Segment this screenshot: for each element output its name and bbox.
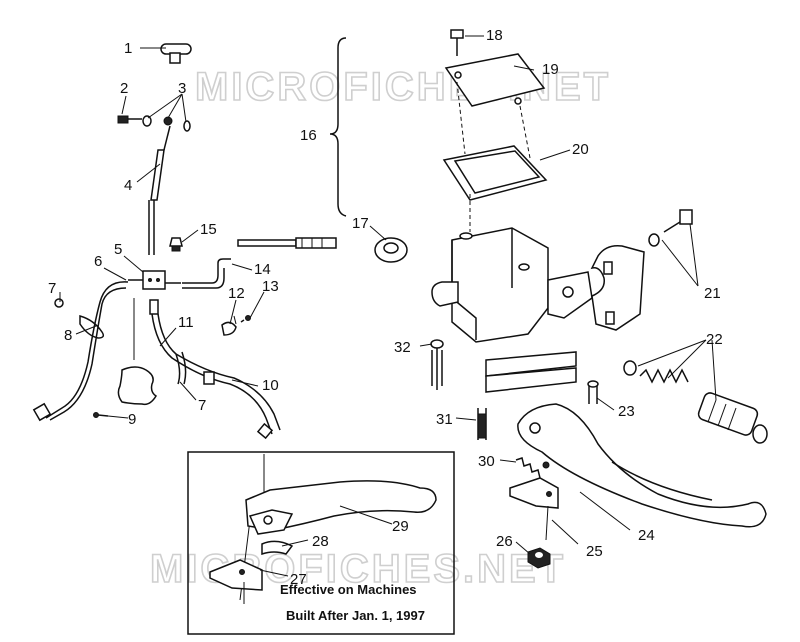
callout-3: 3 <box>178 80 186 97</box>
callout-27: 27 <box>290 571 307 588</box>
callout-31: 31 <box>436 411 453 428</box>
right-caliper-hose <box>149 299 281 440</box>
dashed-lines <box>456 81 531 232</box>
callout-10: 10 <box>262 377 279 394</box>
callout-30: 30 <box>478 453 495 470</box>
inset-note-line2: Built After Jan. 1, 1997 <box>286 608 425 623</box>
callout-21: 21 <box>704 285 721 302</box>
hose-clip <box>54 298 105 339</box>
pin-23 <box>587 380 599 404</box>
callout-24: 24 <box>638 527 655 544</box>
mount-plate <box>117 366 158 406</box>
callout-11: 11 <box>178 314 194 331</box>
small-screw-13 <box>240 315 251 323</box>
nut-26 <box>527 547 551 569</box>
inset-box <box>187 451 455 635</box>
banjo-bolt <box>117 115 191 132</box>
inset-note-line1: Effective on Machines <box>280 582 417 597</box>
callout-17: 17 <box>352 215 369 232</box>
small-clip-12 <box>221 315 237 336</box>
callout-1: 1 <box>124 40 132 57</box>
brake-line-elbow <box>182 258 231 289</box>
callout-23: 23 <box>618 403 635 420</box>
brake-hose-upper <box>148 125 171 255</box>
brake-lever <box>517 403 767 528</box>
callout-29: 29 <box>392 518 409 535</box>
cover-screw <box>450 29 464 56</box>
callout-19: 19 <box>542 61 559 78</box>
callout-7: 7 <box>48 280 56 297</box>
leader-lines <box>59 35 717 577</box>
callout-6: 6 <box>94 253 102 270</box>
brake-line-long <box>237 237 337 249</box>
callout-4: 4 <box>124 177 132 194</box>
pivot-bolt-32 <box>430 339 444 390</box>
callout-26: 26 <box>496 533 513 550</box>
lever-guide-plate <box>485 351 577 393</box>
callout-2: 2 <box>120 80 128 97</box>
callout-25: 25 <box>586 543 603 560</box>
clamp-screws <box>648 209 693 247</box>
callout-13: 13 <box>262 278 279 295</box>
cover-gasket <box>442 145 548 201</box>
callout-28: 28 <box>312 533 329 550</box>
screw-9 <box>93 412 109 418</box>
callout-5: 5 <box>114 241 122 258</box>
tee-fitting <box>160 43 192 64</box>
callout-labels: 1 2 3 4 5 6 7 8 9 10 11 12 13 14 15 16 1… <box>48 27 723 588</box>
set-screw-31 <box>477 408 487 440</box>
callout-22: 22 <box>706 331 723 348</box>
piston-kit <box>623 360 768 444</box>
hose-clamp-7b <box>175 351 215 385</box>
bracket-16 <box>329 37 347 217</box>
distribution-block <box>128 270 181 360</box>
callout-18: 18 <box>486 27 503 44</box>
lever-adjuster-25 <box>509 477 559 541</box>
left-caliper-hose <box>32 281 129 422</box>
inset-lever-assembly <box>209 454 437 604</box>
callout-32: 32 <box>394 339 411 356</box>
callout-8: 8 <box>64 327 72 344</box>
callout-12: 12 <box>228 285 245 302</box>
adjuster-screw-30 <box>515 457 550 479</box>
bleeder-screw <box>169 237 183 252</box>
callout-9: 9 <box>128 411 136 428</box>
pivot-seal <box>374 237 408 263</box>
callout-7-second: 7 <box>198 397 206 414</box>
callout-15: 15 <box>200 221 217 238</box>
clamp-bracket <box>590 244 645 331</box>
callout-20: 20 <box>572 141 589 158</box>
callout-14: 14 <box>254 261 271 278</box>
master-cylinder-body <box>431 227 593 343</box>
callout-16: 16 <box>300 127 317 144</box>
